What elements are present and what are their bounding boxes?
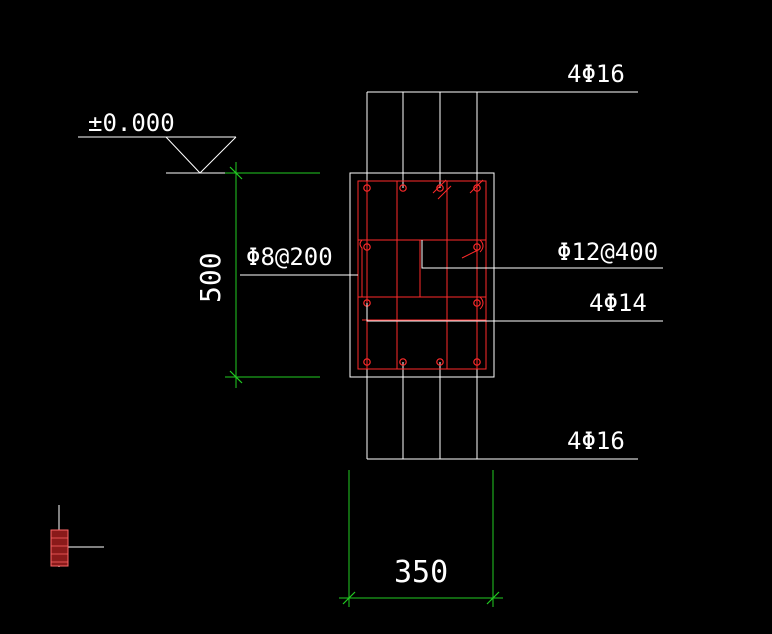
stirrup-leader: Φ8@200	[240, 243, 358, 276]
top-rebar-label: 4Φ16	[567, 60, 625, 88]
side-rebars	[363, 243, 481, 307]
rebar-dot	[399, 184, 407, 192]
tie-label: Φ12@400	[557, 238, 658, 266]
ucs-icon[interactable]	[50, 505, 104, 567]
rebar-dot	[473, 243, 481, 251]
height-dimension: 500	[194, 162, 320, 388]
width-dimension-label: 350	[394, 555, 448, 590]
bottom-rebar-label: 4Φ16	[567, 427, 625, 455]
stirrup-label: Φ8@200	[246, 243, 333, 271]
elevation-label: ±0.000	[88, 109, 175, 137]
side-rebar-label: 4Φ14	[589, 289, 647, 317]
bottom-rebar-leader: 4Φ16	[366, 362, 638, 460]
rebar-dot	[399, 358, 407, 366]
width-dimension: 350	[339, 470, 503, 607]
rebar-dot	[436, 358, 444, 366]
side-rebar-leader: 4Φ14	[366, 289, 663, 322]
top-rebars	[363, 184, 481, 192]
rebar-cage	[357, 179, 487, 370]
rebar-dot	[473, 299, 481, 307]
stirrup-outer	[357, 180, 487, 370]
top-rebar-leader: 4Φ16	[366, 60, 638, 188]
rebar-dot	[473, 358, 481, 366]
rebar-dot	[473, 184, 481, 192]
elevation-marker: ±0.000	[78, 109, 320, 174]
rebar-dot	[436, 184, 444, 192]
rebar-dot	[363, 184, 371, 192]
height-dimension-label: 500	[194, 252, 227, 303]
tie-leader: Φ12@400	[421, 238, 663, 269]
bottom-rebars	[363, 358, 481, 366]
rebar-dot	[363, 358, 371, 366]
concrete-section-outline	[349, 172, 495, 378]
rebar-dot	[363, 243, 371, 251]
